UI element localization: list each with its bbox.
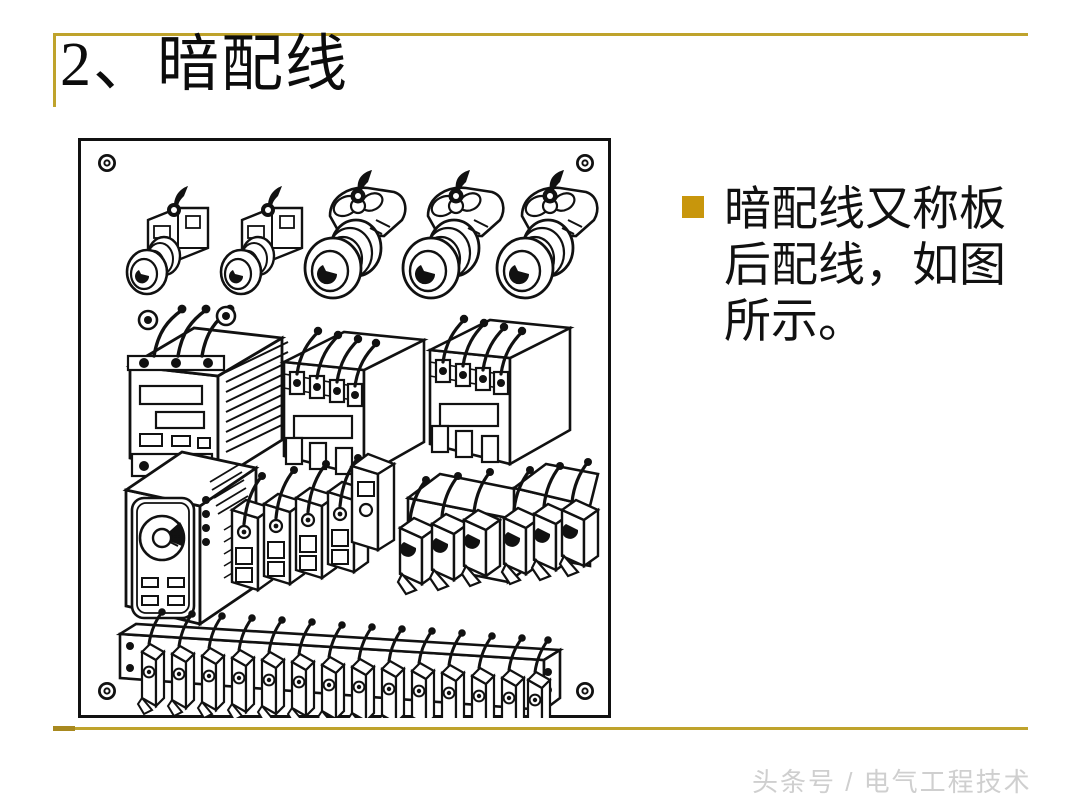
watermark-text: 头条号 / 电气工程技术 xyxy=(752,767,1032,797)
footer-rule xyxy=(53,727,1028,730)
page-title: 2、暗配线 xyxy=(60,31,350,99)
footer-rule-accent xyxy=(53,726,75,731)
title-rule-top xyxy=(53,33,1028,36)
row-terminal-strip xyxy=(115,606,565,718)
square-bullet-icon xyxy=(682,196,704,218)
bullet-text: 暗配线又称板后配线，如图所示。 xyxy=(724,184,1006,348)
row-relays-terminals xyxy=(122,450,600,627)
wiring-panel-drawing xyxy=(78,138,611,718)
title-rule-left xyxy=(53,33,56,107)
wiring-panel-figure xyxy=(78,138,611,718)
bullet-block: 暗配线又称板后配线，如图所示。 xyxy=(682,182,1042,350)
list-item: 暗配线又称板后配线，如图所示。 xyxy=(682,182,1042,350)
